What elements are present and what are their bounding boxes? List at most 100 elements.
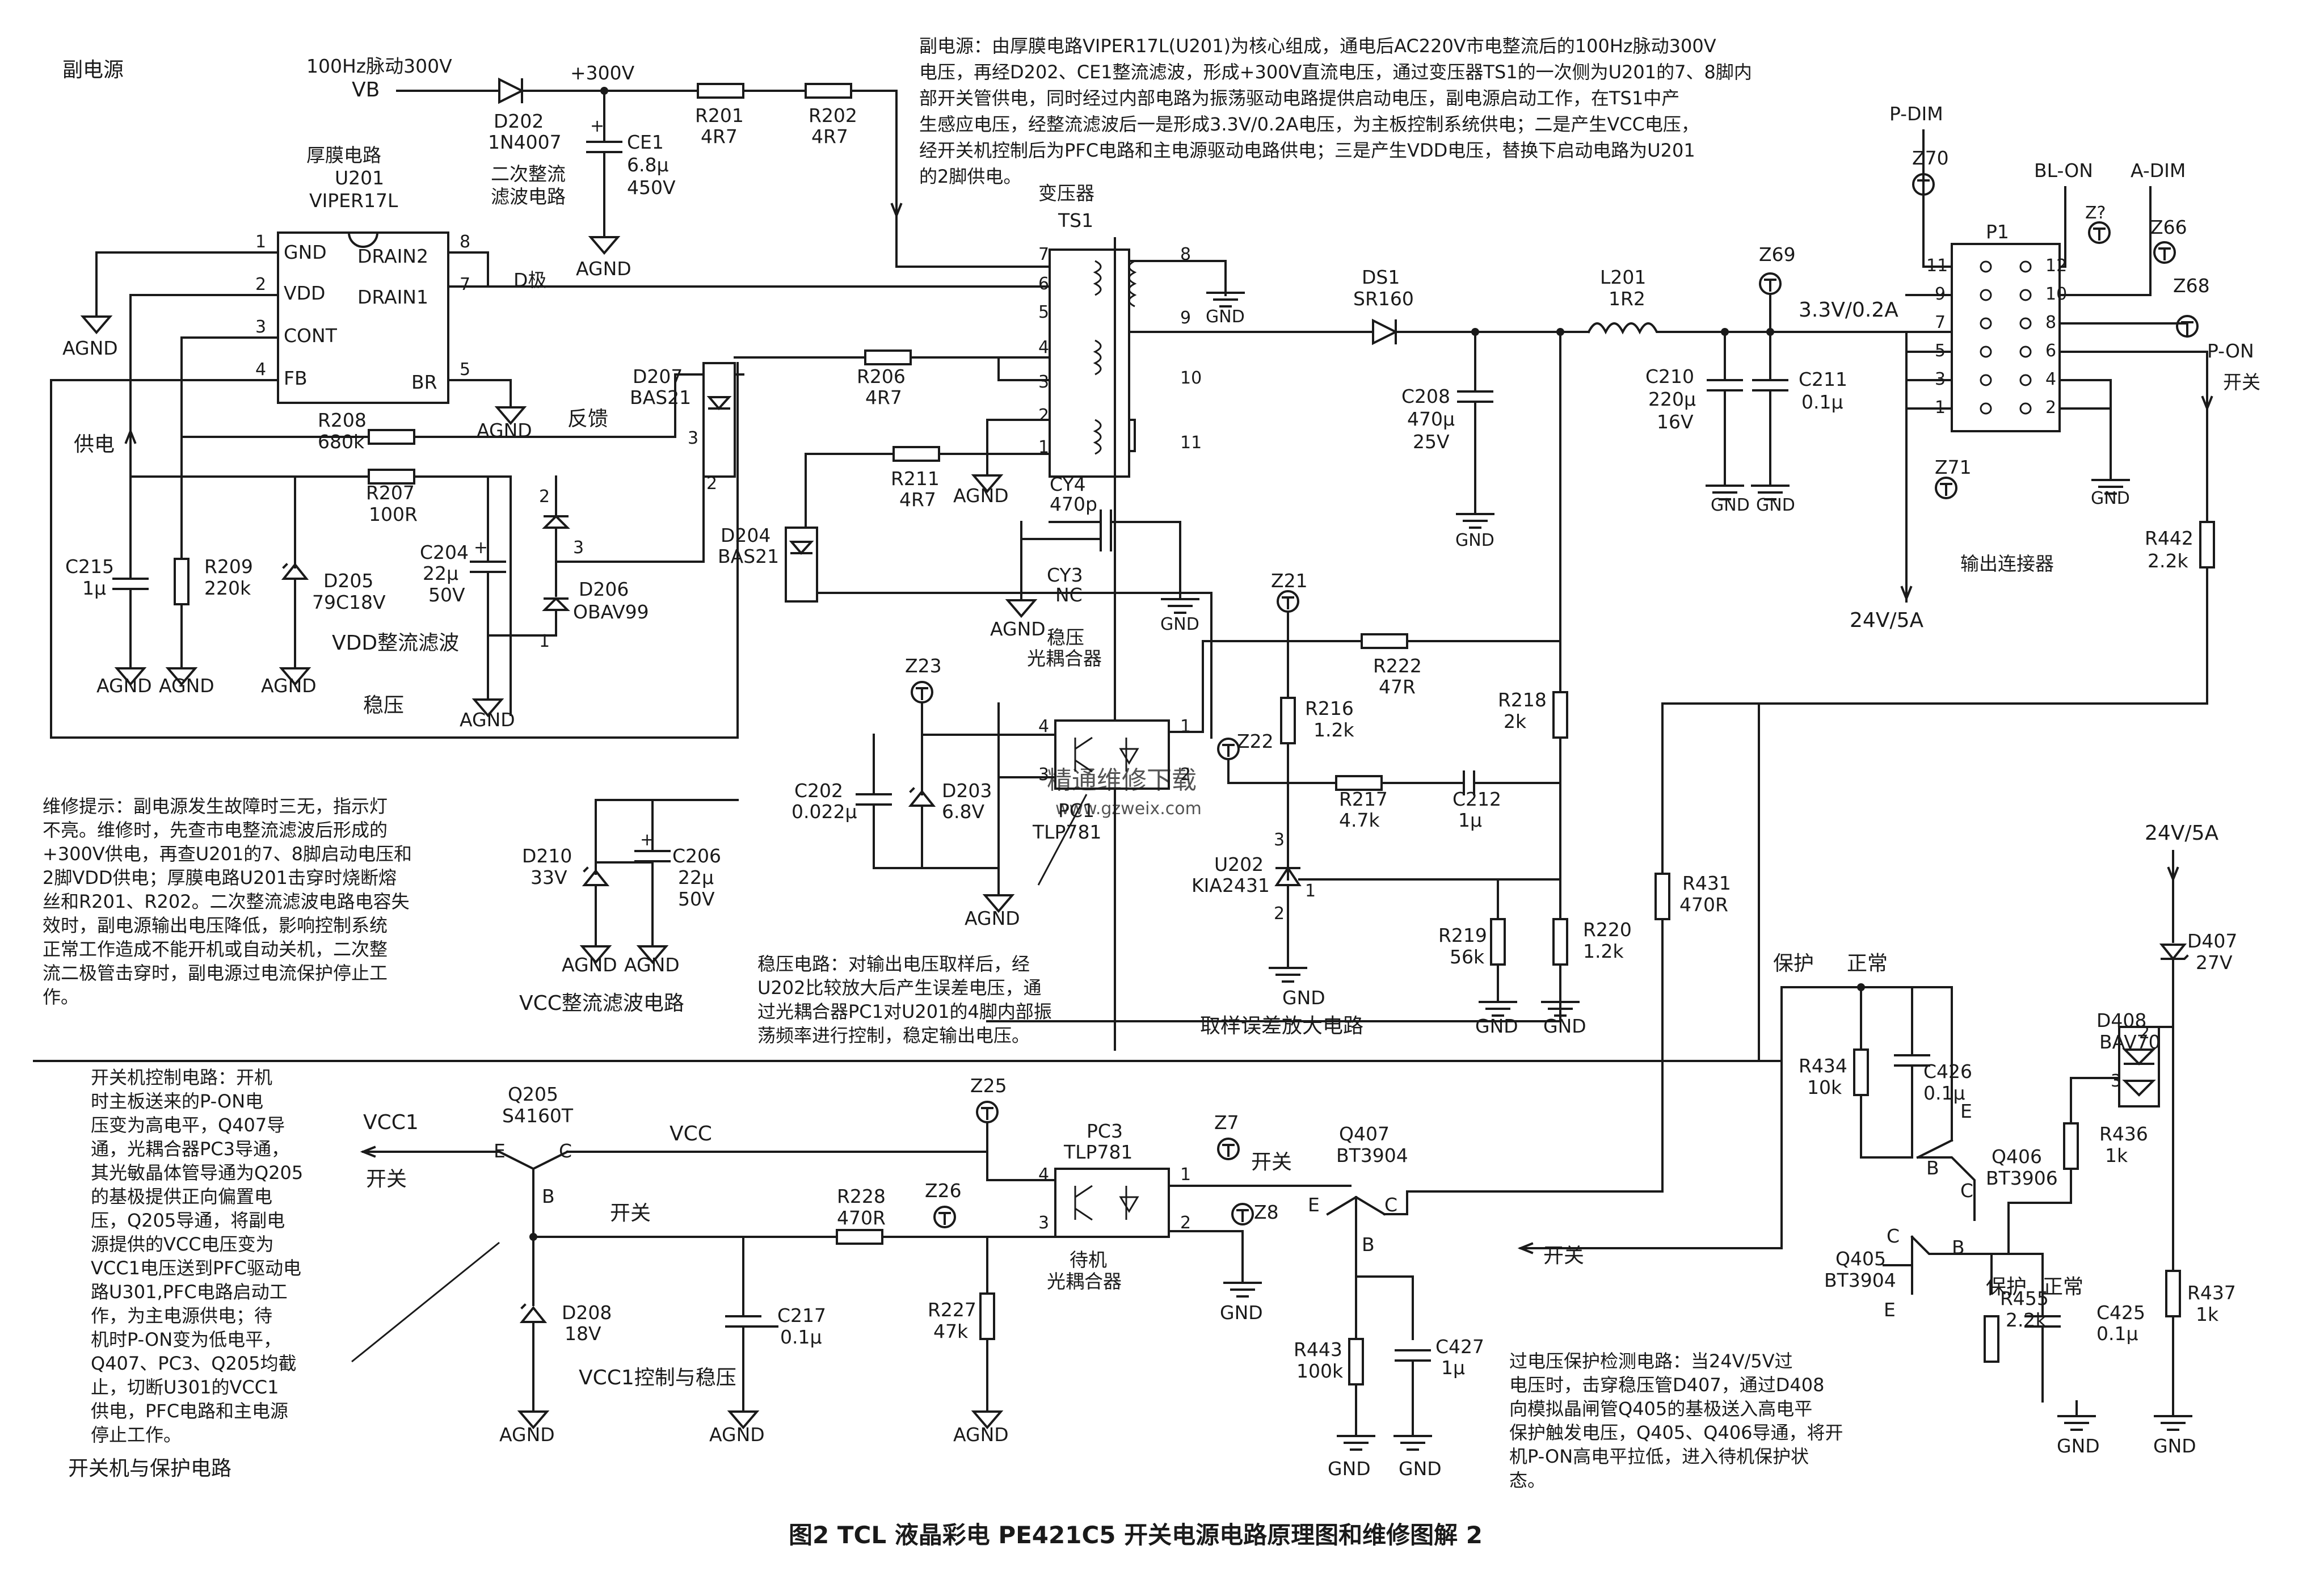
svg-text:保护触发电压，Q405、Q406导通，将开: 保护触发电压，Q405、Q406导通，将开 [1509, 1422, 1843, 1443]
d204-diode-pkg [785, 527, 818, 603]
svg-text:1: 1 [1038, 437, 1049, 457]
svg-text:50V: 50V [678, 888, 715, 910]
svg-text:1: 1 [1180, 717, 1191, 736]
svg-text:GND: GND [1475, 1015, 1518, 1037]
svg-text:通，光耦合器PC3导通，: 通，光耦合器PC3导通， [91, 1138, 289, 1160]
svg-text:C: C [1384, 1194, 1397, 1216]
svg-text:R222: R222 [1373, 655, 1422, 677]
r222-resistor [1361, 633, 1408, 649]
svg-text:D207: D207 [633, 365, 683, 388]
d202-ref: D202 [494, 110, 544, 132]
svg-text:BAS21: BAS21 [718, 545, 779, 567]
svg-text:稳压电路：对输出电压取样后，经: 稳压电路：对输出电压取样后，经 [757, 953, 1030, 975]
svg-text:开关: 开关 [1543, 1244, 1584, 1267]
svg-text:D206: D206 [579, 578, 629, 600]
svg-text:R437: R437 [2187, 1282, 2236, 1304]
vcc-label: VCC [670, 1122, 712, 1146]
svg-text:光耦合器: 光耦合器 [1027, 647, 1102, 669]
svg-text:R220: R220 [1583, 919, 1632, 941]
svg-text:2: 2 [706, 474, 717, 494]
bl-on-label: BL-ON [2034, 159, 2093, 182]
svg-text:R218: R218 [1498, 689, 1547, 711]
svg-text:部开关管供电，同时经过内部电路为振荡驱动电路提供启动电压，副: 部开关管供电，同时经过内部电路为振荡驱动电路提供启动电压，副电源启动工作，在TS… [919, 87, 1679, 109]
svg-text:2: 2 [2045, 398, 2056, 418]
svg-text:Z7: Z7 [1214, 1111, 1239, 1134]
svg-text:C215: C215 [65, 555, 114, 578]
pc1-optocoupler [1054, 719, 1170, 790]
svg-text:AGND: AGND [477, 419, 532, 441]
svg-text:3: 3 [688, 428, 698, 448]
svg-text:R216: R216 [1305, 697, 1354, 719]
svg-text:50V: 50V [428, 584, 465, 606]
svg-text:源提供的VCC电压变为: 源提供的VCC电压变为 [91, 1233, 274, 1255]
regulate-label: 稳压 [363, 694, 404, 717]
svg-text:Q205: Q205 [508, 1083, 558, 1105]
svg-text:的基极提供正向偏置电: 的基极提供正向偏置电 [91, 1186, 272, 1207]
svg-text:荡频率进行控制，稳定输出电压。: 荡频率进行控制，稳定输出电压。 [757, 1025, 1030, 1046]
svg-text:GND: GND [1543, 1015, 1586, 1037]
svg-text:+300V供电，再查U201的7、8脚启动电压和: +300V供电，再查U201的7、8脚启动电压和 [43, 843, 412, 865]
svg-text:3: 3 [1038, 372, 1049, 392]
svg-text:27V: 27V [2196, 951, 2233, 974]
svg-text:丝和R201、R202。二次整流滤波电路电容失: 丝和R201、R202。二次整流滤波电路电容失 [43, 891, 410, 912]
c425-capacitor [2024, 1253, 2061, 1403]
svg-text:GND: GND [2057, 1435, 2100, 1457]
ce1-ref: CE1 [627, 131, 664, 153]
svg-text:GND: GND [1756, 495, 1795, 515]
svg-text:Z25: Z25 [970, 1075, 1007, 1097]
u201-ref: U201 [335, 167, 384, 189]
q407-transistor [1326, 1185, 1386, 1278]
svg-text:0.1μ: 0.1μ [780, 1326, 822, 1348]
out-3v3-label: 3.3V/0.2A [1799, 298, 1898, 322]
svg-text:BT3904: BT3904 [1824, 1269, 1896, 1291]
svg-text:经开关机控制后为PFC电路和主电源驱动电路供电；三是产生VD: 经开关机控制后为PFC电路和主电源驱动电路供电；三是产生VDD电压，替换下启动电… [919, 140, 1695, 161]
svg-text:6: 6 [1038, 274, 1049, 294]
r206-resistor [864, 349, 912, 365]
d206-dual-diode [487, 475, 570, 637]
r434-resistor [1853, 1048, 1869, 1096]
r227-resistor [979, 1292, 995, 1340]
svg-text:C204: C204 [420, 541, 469, 563]
svg-text:开关: 开关 [1251, 1151, 1292, 1174]
d408-diode-pkg [2118, 1026, 2160, 1107]
svg-text:R208: R208 [318, 409, 367, 431]
svg-text:11: 11 [1180, 433, 1202, 453]
svg-text:4: 4 [255, 360, 266, 380]
svg-text:2: 2 [1180, 765, 1191, 785]
svg-text:C208: C208 [1401, 385, 1450, 407]
svg-text:4R7: 4R7 [899, 488, 936, 511]
u201-pin-br: BR [411, 371, 437, 393]
c215-capacitor [112, 475, 149, 659]
svg-text:11: 11 [1926, 256, 1948, 276]
svg-text:33V: 33V [531, 866, 567, 888]
svg-text:7: 7 [460, 275, 470, 294]
r216-resistor [1280, 697, 1296, 744]
u201-pin-cont: CONT [284, 325, 338, 347]
vcc1-ctrl-label: VCC1控制与稳压 [579, 1366, 736, 1389]
u201-pin-drain2: DRAIN2 [357, 245, 428, 267]
r431-resistor [1654, 873, 1670, 920]
watermark-text: 精通维修下载 [1047, 766, 1197, 795]
svg-text:机时P-ON变为低电平，: 机时P-ON变为低电平， [91, 1329, 281, 1350]
p1-label: P1 [1986, 221, 2009, 243]
svg-text:不亮。维修时，先查市电整流滤波后形成的: 不亮。维修时，先查市电整流滤波后形成的 [43, 819, 388, 841]
svg-text:2: 2 [1274, 904, 1285, 924]
svg-text:8: 8 [460, 232, 470, 252]
svg-text:GND: GND [1160, 614, 1199, 634]
svg-text:维修提示：副电源发生故障时三无，指示灯: 维修提示：副电源发生故障时三无，指示灯 [43, 795, 388, 817]
svg-text:2: 2 [255, 275, 266, 294]
svg-text:C217: C217 [777, 1304, 826, 1326]
r443-resistor [1348, 1338, 1364, 1386]
svg-text:1μ: 1μ [82, 577, 106, 599]
svg-text:电压，再经D202、CE1整流滤波，形成+300V直流电压，: 电压，再经D202、CE1整流滤波，形成+300V直流电压，通过变压器TS1的一… [919, 61, 1752, 83]
svg-text:U202比较放大后产生误差电压，通: U202比较放大后产生误差电压，通 [757, 977, 1042, 999]
c217-capacitor [725, 1236, 778, 1403]
svg-text:2脚VDD供电；厚膜电路U201击穿时烧断熔: 2脚VDD供电；厚膜电路U201击穿时烧断熔 [43, 867, 397, 888]
svg-text:开关: 开关 [610, 1202, 651, 1225]
svg-text:R442: R442 [2145, 527, 2194, 549]
svg-text:Z69: Z69 [1759, 243, 1796, 266]
svg-text:CY3: CY3 [1047, 564, 1083, 586]
output-connector-label: 输出连接器 [1960, 553, 2054, 575]
svg-text:NC: NC [1055, 584, 1083, 606]
